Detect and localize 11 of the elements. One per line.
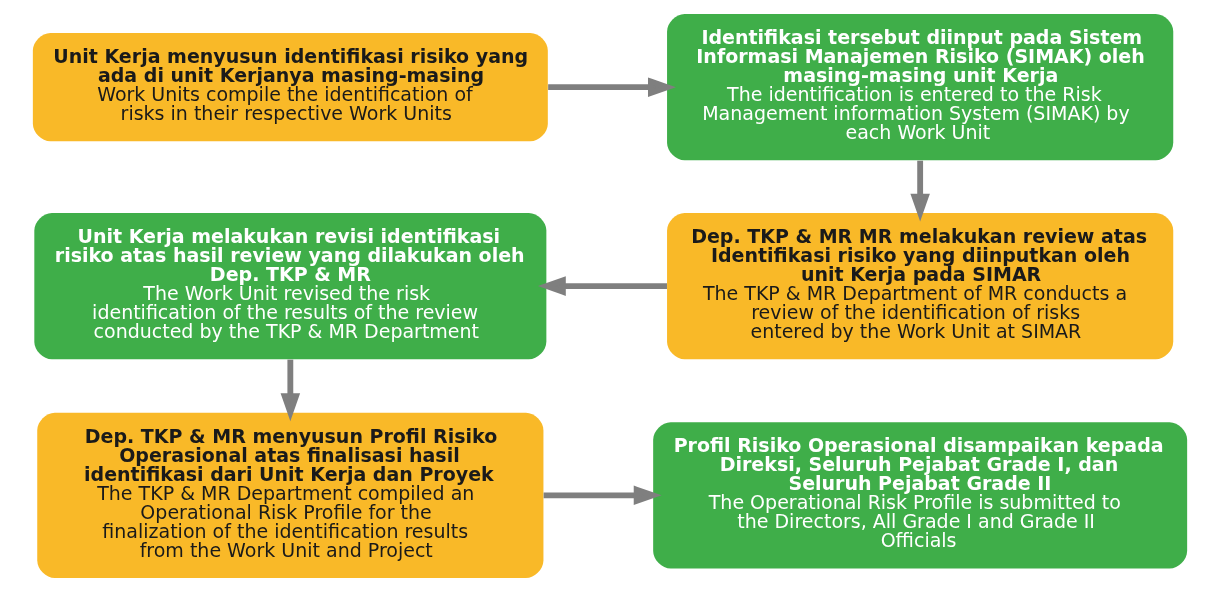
- node-box: Unit Kerja melakukan revisi identifikasi risiko atas hasil review yang dilakukan oleh Dep. TKP & MR The Work Unit revised the risk identification of the results of the review conducted by the TKP & MR Department: [34, 213, 547, 360]
- node-box: Profil Risiko Operasional disampaikan kepada Direksi, Seluruh Pejabat Grade I, dan Seluruh Pejabat Grade II The Operational Risk Profile is submitted to the Directors, All Grade I and Grade II Officials: [653, 422, 1188, 569]
- node-box: Dep. TKP & MR menyusun Profil Risiko Operasional atas finalisasi hasil identifikasi dari Unit Kerja dan Proyek The TKP & MR Department compiled an Operational Risk Profile for the finalization of the identification results from the Work Unit and Project: [37, 412, 544, 578]
- arrow: [280, 359, 301, 422]
- node-box: Unit Kerja menyusun identifikasi risiko yang ada di unit Kerjanya masing-masing Work Units compile the identification of risks in their respective Work Units: [32, 33, 548, 142]
- arrow: [543, 485, 662, 506]
- node-box: Identifikasi tersebut diinput pada Sistem Informasi Manajemen Risiko (SIMAK) oleh masing-masing unit Kerja The identification is entered to the Risk Management information System (SIMAK) by each Work Unit: [667, 14, 1174, 161]
- arrow: [537, 276, 667, 296]
- arrow: [910, 160, 930, 222]
- node-box: Dep. TKP & MR MR melakukan review atas Identifikasi risiko yang diinputkan oleh unit Kerja pada SIMAR The TKP & MR Department of MR conducts a review of the identification of risks entered by the Work Unit at SIMAR: [667, 213, 1174, 360]
- arrow: [548, 77, 676, 97]
